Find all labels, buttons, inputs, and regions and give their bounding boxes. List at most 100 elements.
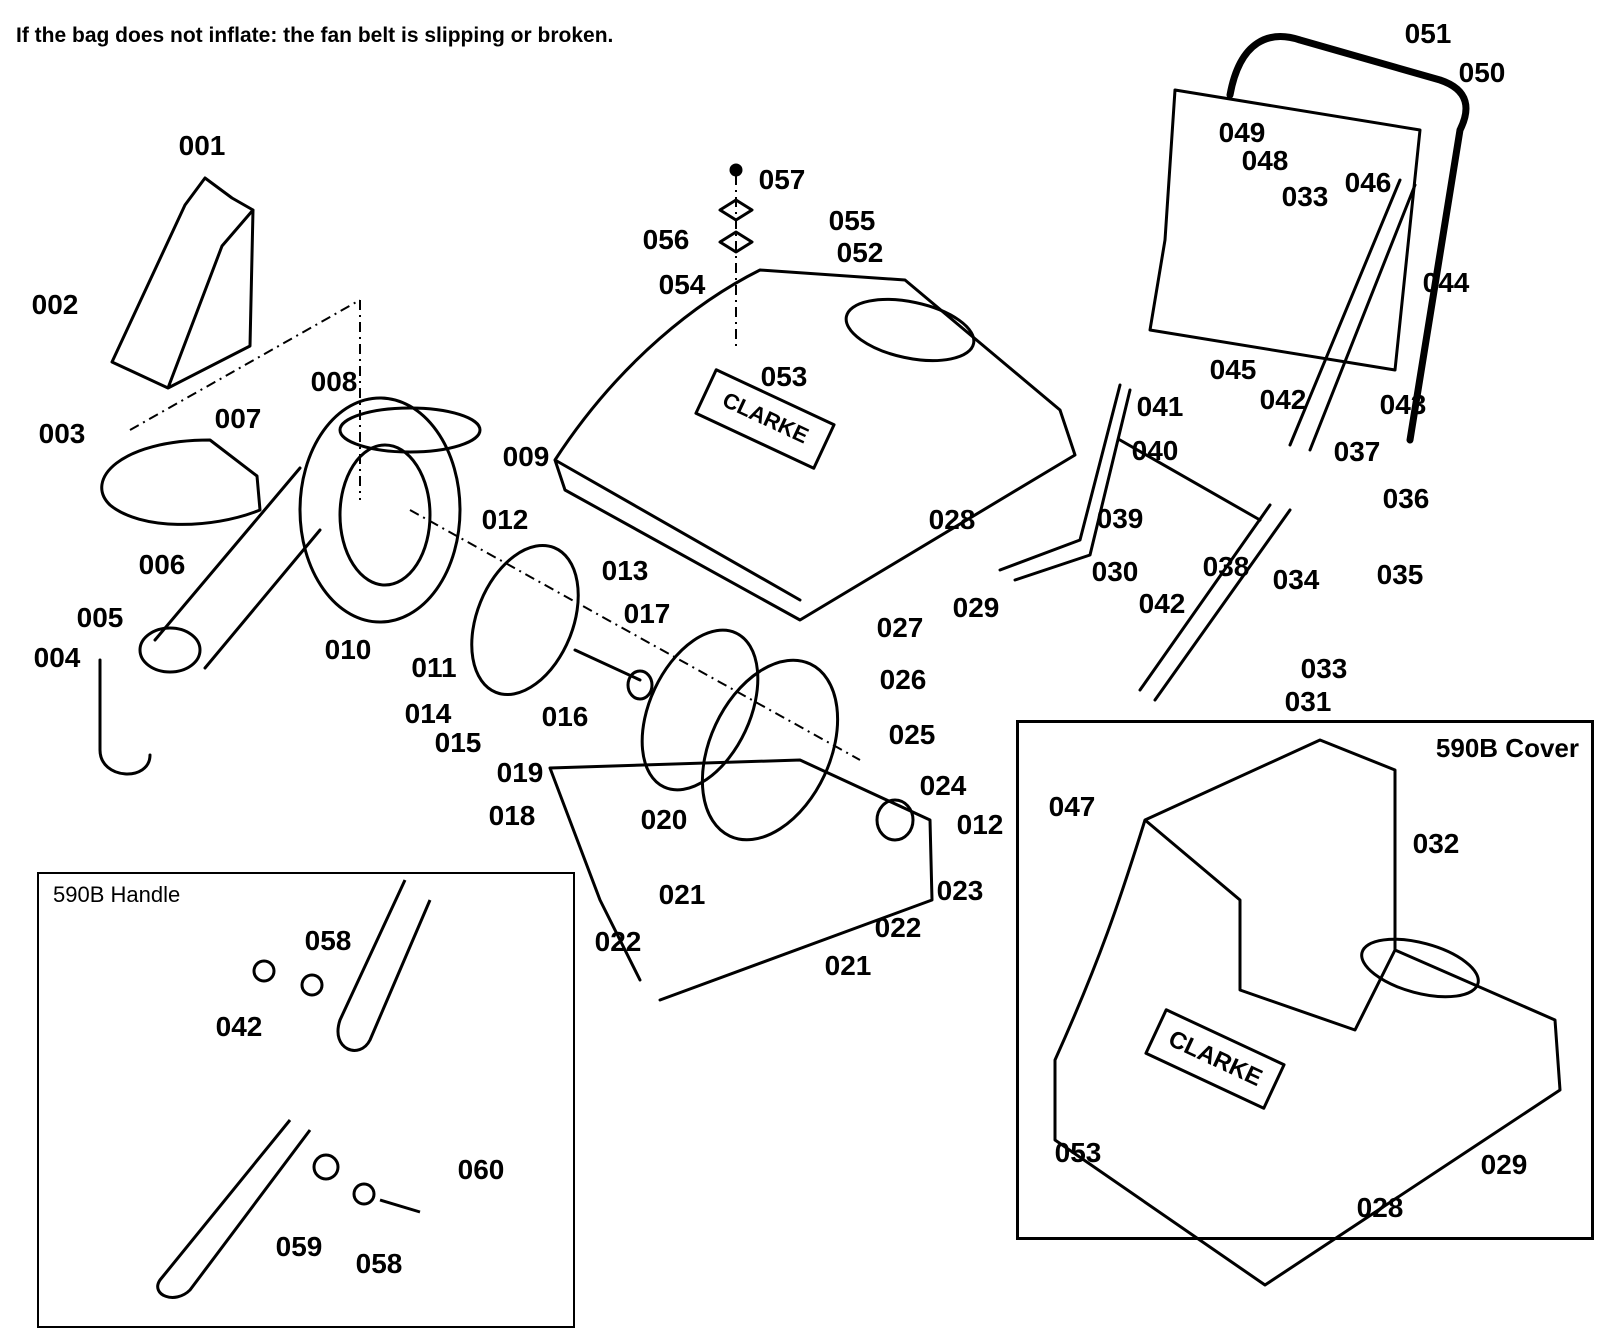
part-callout-032: 032	[1412, 828, 1460, 859]
inset-part-053-badge	[1144, 1008, 1286, 1110]
part-callout-035: 035	[1376, 559, 1424, 590]
part-callout-012: 012	[956, 809, 1004, 840]
part-callout-030: 030	[1091, 556, 1139, 587]
part-017-shaft	[573, 648, 642, 682]
part-callout-045: 045	[1209, 354, 1257, 385]
part-057-cap	[729, 163, 743, 177]
part-003-plate	[100, 438, 262, 526]
part-cover-opening	[844, 297, 976, 363]
inset-handle-upper-arm	[336, 879, 432, 1052]
part-callout-043: 043	[1379, 389, 1427, 420]
part-callout-005: 005	[76, 602, 124, 633]
part-callout-039: 039	[1096, 503, 1144, 534]
part-callout-014: 014	[404, 698, 452, 729]
part-callout-058: 058	[355, 1248, 403, 1279]
part-callout-054: 054	[658, 269, 706, 300]
part-callout-012: 012	[481, 504, 529, 535]
part-callout-053: 053	[760, 361, 808, 392]
brand-label-main: CLARKE	[719, 387, 813, 448]
part-callout-038: 038	[1202, 551, 1250, 582]
inset-cover-body	[1053, 738, 1562, 1287]
part-020-impeller	[700, 658, 840, 842]
part-006-hose	[153, 466, 322, 670]
part-callout-002: 002	[31, 289, 79, 320]
part-005-coupling	[138, 626, 202, 674]
part-callout-055: 055	[828, 205, 876, 236]
part-callout-060: 060	[457, 1154, 505, 1185]
part-callout-052: 052	[836, 237, 884, 268]
part-057-bracket	[718, 198, 754, 222]
part-018-base	[548, 758, 934, 1002]
assembly-line	[129, 299, 861, 761]
part-callout-004: 004	[33, 642, 81, 673]
inset-part-058	[300, 973, 324, 997]
part-001-chute	[110, 176, 255, 390]
part-handle-crossbar	[1118, 438, 1262, 522]
part-callout-028: 028	[928, 504, 976, 535]
part-callout-024: 024	[919, 770, 967, 801]
part-callout-013: 013	[601, 555, 649, 586]
part-callout-049: 049	[1218, 117, 1266, 148]
inset-590b-cover: 590B Cover	[1016, 720, 1594, 1240]
part-callout-040: 040	[1131, 435, 1179, 466]
part-upper-handle-bar	[1226, 33, 1470, 444]
part-callout-003: 003	[38, 418, 86, 449]
part-callout-016: 016	[541, 701, 589, 732]
part-callout-033: 033	[1300, 653, 1348, 684]
part-callout-033: 033	[1281, 181, 1329, 212]
part-callout-019: 019	[496, 757, 544, 788]
part-callout-011: 011	[411, 652, 457, 683]
part-callout-028: 028	[1356, 1192, 1404, 1223]
part-callout-057: 057	[758, 164, 806, 195]
part-callout-059: 059	[275, 1231, 323, 1262]
part-056-bracket	[718, 230, 754, 254]
part-lower-handle-arm	[1138, 503, 1292, 702]
part-callout-006: 006	[138, 549, 186, 580]
inset-part-059	[312, 1153, 340, 1181]
inset-part-060	[379, 1198, 421, 1214]
part-callout-031: 031	[1284, 686, 1332, 717]
part-callout-020: 020	[640, 804, 688, 835]
part-callout-050: 050	[1458, 57, 1506, 88]
diagram-caption: If the bag does not inflate: the fan bel…	[16, 24, 614, 47]
part-callout-029: 029	[952, 592, 1000, 623]
part-009-housing-ring	[338, 406, 482, 454]
part-callout-021: 021	[824, 950, 872, 981]
part-callout-008: 008	[310, 366, 358, 397]
inset-part-058b	[352, 1182, 376, 1206]
part-callout-010: 010	[324, 634, 372, 665]
part-callout-046: 046	[1344, 167, 1392, 198]
part-housing-inlet	[338, 443, 432, 587]
part-callout-023: 023	[936, 875, 984, 906]
part-callout-042: 042	[215, 1011, 263, 1042]
part-callout-048: 048	[1241, 145, 1289, 176]
part-callout-044: 044	[1422, 267, 1470, 298]
part-callout-042: 042	[1138, 588, 1186, 619]
part-callout-041: 041	[1136, 391, 1184, 422]
part-027-cover	[553, 268, 1077, 622]
part-030-lower-handle	[998, 383, 1132, 582]
inset-handle-lower-arm	[156, 1119, 312, 1299]
part-callout-007: 007	[214, 403, 262, 434]
part-004-clamp	[98, 658, 152, 776]
part-callout-037: 037	[1333, 436, 1381, 467]
part-callout-025: 025	[888, 719, 936, 750]
part-callout-021: 021	[658, 879, 706, 910]
part-callout-051: 051	[1404, 18, 1452, 49]
inset-590b-handle: 590B Handle	[37, 872, 575, 1328]
part-callout-053: 053	[1054, 1137, 1102, 1168]
part-019-ring	[640, 628, 760, 792]
part-callout-042: 042	[1259, 384, 1307, 415]
part-013-disc	[470, 543, 580, 697]
part-callout-015: 015	[434, 727, 482, 758]
part-callout-027: 027	[876, 612, 924, 643]
part-callout-022: 022	[874, 912, 922, 943]
part-callout-058: 058	[304, 925, 352, 956]
part-044-bag	[1148, 88, 1422, 372]
part-023-pulley	[875, 798, 915, 842]
part-callout-056: 056	[642, 224, 690, 255]
part-callout-009: 009	[502, 441, 550, 472]
part-callout-001: 001	[178, 130, 226, 161]
part-callout-017: 017	[623, 598, 671, 629]
